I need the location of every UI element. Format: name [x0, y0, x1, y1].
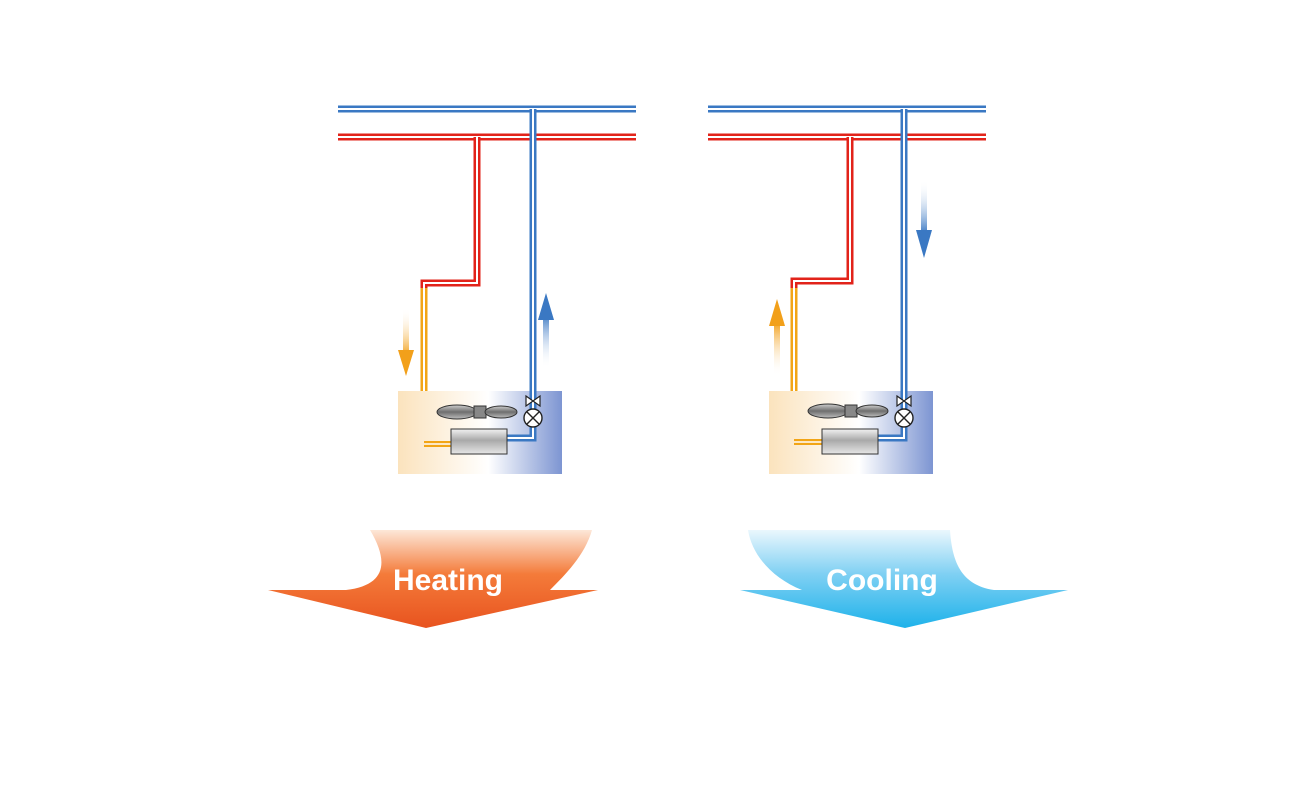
cold-branch-pipe	[506, 109, 537, 442]
heating-label: Heating	[393, 564, 503, 597]
warm-flow-arrow-up	[769, 299, 785, 376]
cooling-panel: Cooling	[708, 105, 1068, 628]
hot-branch-pipe	[420, 137, 481, 290]
cold-flow-arrow-down	[916, 180, 932, 258]
heating-arrow	[268, 530, 598, 628]
fan-icon	[436, 404, 518, 420]
compressor-icon	[821, 428, 879, 455]
cooling-label: Cooling	[826, 564, 938, 597]
compressor-icon	[450, 428, 508, 455]
heating-panel: Heating	[268, 105, 636, 628]
cold-flow-arrow-up	[538, 293, 554, 368]
expansion-valve-icon	[523, 394, 543, 428]
fan-icon	[807, 403, 889, 419]
expansion-valve-icon	[894, 394, 914, 428]
hot-branch-pipe	[790, 137, 854, 290]
warm-flow-arrow-down	[398, 308, 414, 376]
cooling-arrow	[740, 530, 1068, 628]
cold-branch-pipe	[877, 109, 908, 442]
